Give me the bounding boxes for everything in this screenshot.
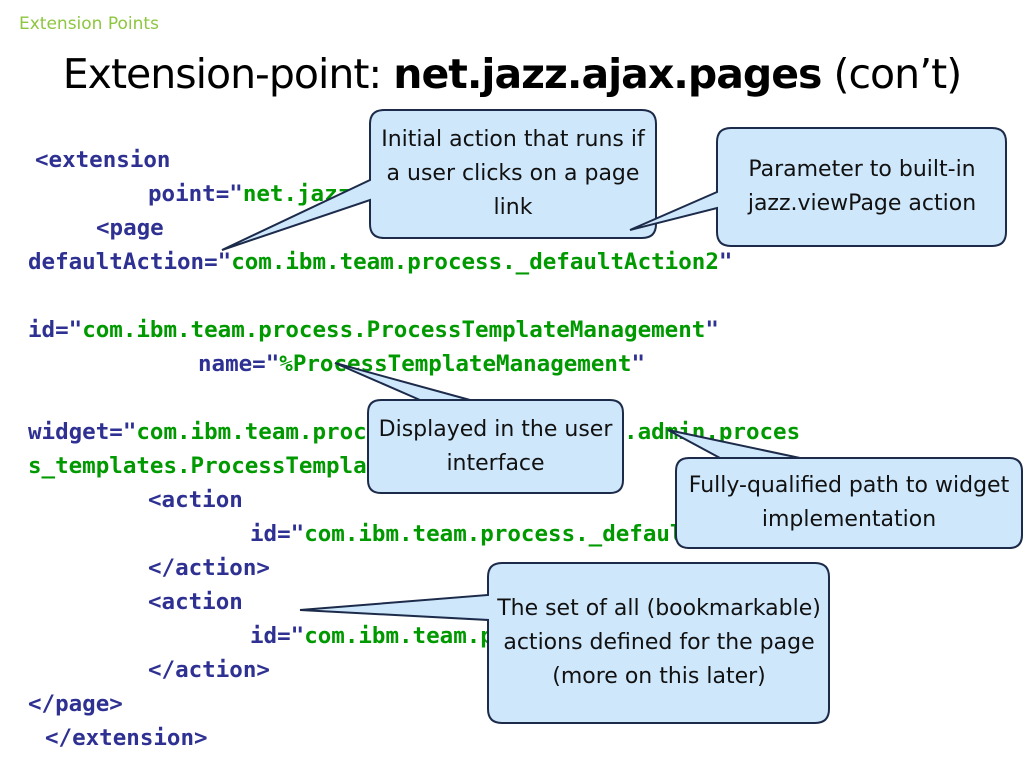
callout-displayed: Displayed in the user interface — [378, 416, 613, 476]
code-line: </extension> — [45, 725, 208, 751]
code-line: <action — [148, 487, 243, 513]
code-line: id="com.ibm.team.process.ProcessTemplate… — [28, 317, 719, 343]
callout-parameter-shape — [629, 127, 1007, 247]
callout-fully-qualified-shape — [667, 429, 1023, 549]
callout-fully-qualified: Fully-qualified path to widget implement… — [688, 473, 1010, 532]
title-bold: net.jazz.ajax.pages — [393, 50, 822, 98]
callout-initial-action-shape — [221, 109, 657, 251]
slide-title: Extension-point: net.jazz.ajax.pages (co… — [0, 50, 1024, 98]
code-line: </action> — [148, 657, 270, 683]
callout-action-set: The set of all (bookmarkable) actions de… — [497, 596, 821, 689]
code-line: <action — [148, 589, 243, 615]
code-line: <extension — [35, 147, 171, 173]
code-line: </page> — [28, 691, 123, 717]
section-label: Extension Points — [19, 14, 159, 34]
callout-action-set-shape — [299, 562, 830, 724]
title-prefix: Extension-point: — [62, 50, 394, 98]
callout-parameter: Parameter to built-in jazz.viewPage acti… — [747, 157, 977, 216]
title-suffix: (con’t) — [821, 50, 962, 98]
callout-initial-action: Initial action that runs if a user click… — [381, 127, 645, 220]
code-line: defaultAction="com.ibm.team.process._def… — [28, 249, 733, 275]
callout-displayed-shape — [334, 362, 624, 494]
code-line: <page — [96, 215, 164, 241]
code-line: </action> — [148, 555, 270, 581]
